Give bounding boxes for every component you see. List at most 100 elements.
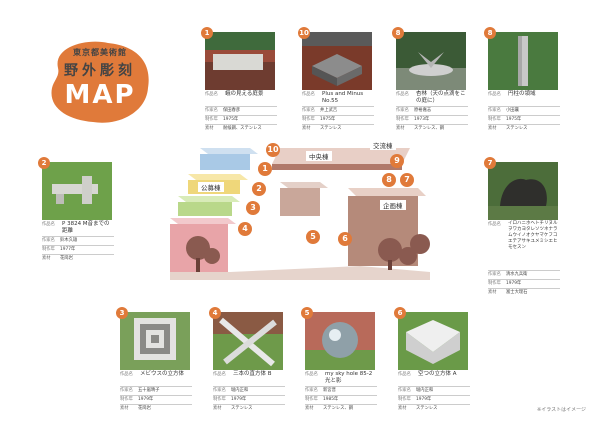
map-logo: 東京都美術館 野外彫刻 MAP xyxy=(48,38,152,124)
artwork-artist: 井上武吉 xyxy=(320,108,338,113)
building-label-koubo: 公募棟 xyxy=(198,182,224,192)
artwork-artist: 鈴木久雄 xyxy=(60,238,78,243)
artwork-number-badge: 4 xyxy=(209,307,221,319)
artwork-artist: 原裕嘉志 xyxy=(414,108,432,113)
artwork-year: 1979年 xyxy=(138,397,154,402)
label-material: 素材 xyxy=(396,126,405,131)
label-material: 素材 xyxy=(302,126,311,131)
artwork-year: 1979年 xyxy=(416,397,432,402)
label-artist: 作家名 xyxy=(205,108,218,113)
building-label-kikaku: 企画棟 xyxy=(380,200,406,210)
artwork-material: ステンレス xyxy=(231,406,253,411)
artwork-artist: 清水九兵衛 xyxy=(506,272,528,277)
artwork-number-badge: 10 xyxy=(298,27,310,39)
artwork-material: ステンレス xyxy=(416,406,438,411)
illustration-note: ※イラストはイメージ xyxy=(537,407,586,413)
artwork-number-badge: 7 xyxy=(484,157,496,169)
artwork-photo xyxy=(488,162,558,220)
artwork-photo xyxy=(305,312,375,370)
label-material: 素材 xyxy=(120,406,129,411)
building-illustration xyxy=(170,148,430,280)
map-marker[interactable]: 5 xyxy=(306,230,320,244)
label-artist: 作家名 xyxy=(398,388,411,393)
label-artist: 作家名 xyxy=(42,238,55,243)
building-label-kouryu: 交流棟 xyxy=(370,140,396,150)
artwork-artist: 新宮晋 xyxy=(323,388,336,393)
museum-map: 公募棟 中央棟 交流棟 企画棟 10 1 2 3 4 5 6 9 8 7 xyxy=(170,140,450,290)
label-title: 作品名 xyxy=(120,372,133,377)
artwork-artist: 小田襄 xyxy=(506,108,519,113)
artwork-material: 耐候鋼、ステンレス xyxy=(223,126,262,131)
map-marker[interactable]: 10 xyxy=(266,143,280,157)
label-material: 素材 xyxy=(488,126,497,131)
label-title: 作品名 xyxy=(396,92,409,97)
label-year: 制作年 xyxy=(488,281,501,286)
artwork-number-badge: 6 xyxy=(394,307,406,319)
label-material: 素材 xyxy=(305,406,314,411)
artwork-title: イロハニホヘトチリヌルヲワカヨタレソツネナラムウイノオクヤマケフコエテアサキユメ… xyxy=(508,221,558,250)
artwork-title: 杏林（天の点滴をこの庭に） xyxy=(416,91,466,104)
artwork-number-badge: 2 xyxy=(38,157,50,169)
artwork-material: ステンレス、鋼 xyxy=(414,126,445,131)
artwork-year: 1975年 xyxy=(223,117,239,122)
artwork-year: 1985年 xyxy=(323,397,339,402)
artwork-number-badge: 8 xyxy=(484,27,496,39)
map-marker[interactable]: 8 xyxy=(382,173,396,187)
label-year: 制作年 xyxy=(120,397,133,402)
artwork-photo xyxy=(42,162,112,220)
label-title: 作品名 xyxy=(488,222,501,227)
label-artist: 作家名 xyxy=(305,388,318,393)
label-title: 作品名 xyxy=(302,92,315,97)
artwork-photo xyxy=(213,312,283,370)
artwork-title: my sky hole 85-2 光と影 xyxy=(325,371,373,384)
map-marker[interactable]: 9 xyxy=(390,154,404,168)
logo-subtitle: 野外彫刻 xyxy=(64,63,136,79)
artwork-material: 富士大理石 xyxy=(506,290,528,295)
artwork-title: Plus and Minus No.55 xyxy=(322,91,364,104)
map-marker[interactable]: 3 xyxy=(246,201,260,215)
map-marker[interactable]: 1 xyxy=(258,162,272,176)
artwork-artist: 堀内正和 xyxy=(231,388,249,393)
label-year: 制作年 xyxy=(305,397,318,402)
artwork-artist: 堀内正和 xyxy=(416,388,434,393)
artwork-title: メビウスの立方体 xyxy=(140,371,185,377)
artwork-photo xyxy=(488,32,558,90)
logo-museum-name: 東京都美術館 xyxy=(73,48,127,57)
artwork-photo xyxy=(396,32,466,90)
label-artist: 作家名 xyxy=(488,272,501,277)
map-marker[interactable]: 6 xyxy=(338,232,352,246)
label-title: 作品名 xyxy=(213,372,226,377)
artwork-material: ステンレス xyxy=(320,126,342,131)
map-marker[interactable]: 4 xyxy=(238,222,252,236)
label-year: 制作年 xyxy=(205,117,218,122)
building-label-chuou: 中央棟 xyxy=(306,151,332,161)
label-year: 制作年 xyxy=(396,117,409,122)
logo-map-text: MAP xyxy=(64,80,136,110)
label-title: 作品名 xyxy=(42,222,55,227)
logo-blob xyxy=(51,41,149,123)
artwork-material: ステンレス xyxy=(506,126,528,131)
label-year: 制作年 xyxy=(488,117,501,122)
artwork-photo xyxy=(205,32,275,90)
label-material: 素材 xyxy=(205,126,214,131)
label-title: 作品名 xyxy=(488,92,501,97)
label-material: 素材 xyxy=(42,256,51,261)
artwork-year: 1979年 xyxy=(231,397,247,402)
artwork-year: 1975年 xyxy=(320,117,336,122)
artwork-year: 1979年 xyxy=(506,281,522,286)
artwork-photo xyxy=(302,32,372,90)
artwork-number-badge: 8 xyxy=(392,27,404,39)
label-artist: 作家名 xyxy=(396,108,409,113)
label-artist: 作家名 xyxy=(302,108,315,113)
artwork-number-badge: 1 xyxy=(201,27,213,39)
map-marker[interactable]: 2 xyxy=(252,182,266,196)
map-marker[interactable]: 7 xyxy=(400,173,414,187)
artwork-artist: 五十嵐晴子 xyxy=(138,388,160,393)
artwork-material: 花崗岩 xyxy=(138,406,151,411)
artwork-year: 1973年 xyxy=(414,117,430,122)
artwork-title: 空つの立方体 A xyxy=(418,371,457,377)
artwork-number-badge: 5 xyxy=(301,307,313,319)
artwork-number-badge: 3 xyxy=(116,307,128,319)
label-material: 素材 xyxy=(398,406,407,411)
label-title: 作品名 xyxy=(205,92,218,97)
